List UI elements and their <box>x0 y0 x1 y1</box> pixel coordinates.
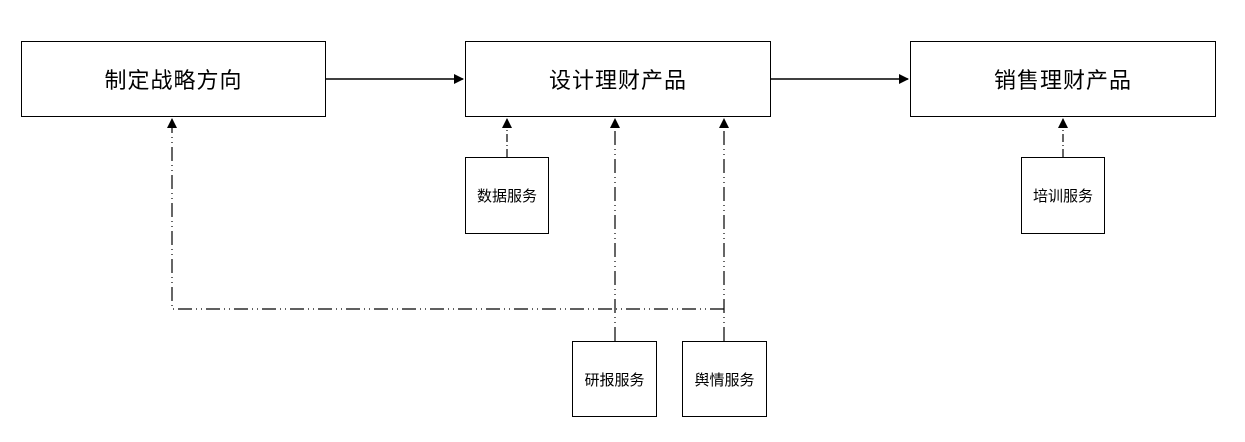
node-training-service: 培训服务 <box>1021 157 1105 234</box>
node-research-service: 研报服务 <box>572 341 657 417</box>
node-data-service-label: 数据服务 <box>476 187 537 205</box>
node-design-product: 设计理财产品 <box>465 41 771 117</box>
node-opinion-service-label: 舆情服务 <box>694 370 755 389</box>
node-training-service-label: 培训服务 <box>1032 187 1093 205</box>
node-strategy: 制定战略方向 <box>21 41 326 117</box>
node-sell-product-label: 销售理财产品 <box>993 69 1132 94</box>
node-opinion-service: 舆情服务 <box>682 341 767 417</box>
edge-services-to-strategy <box>167 118 724 310</box>
node-data-service: 数据服务 <box>465 157 549 234</box>
node-strategy-label: 制定战略方向 <box>104 69 243 94</box>
node-design-product-label: 设计理财产品 <box>548 69 687 94</box>
node-sell-product: 销售理财产品 <box>910 41 1216 117</box>
node-research-service-label: 研报服务 <box>584 370 645 389</box>
